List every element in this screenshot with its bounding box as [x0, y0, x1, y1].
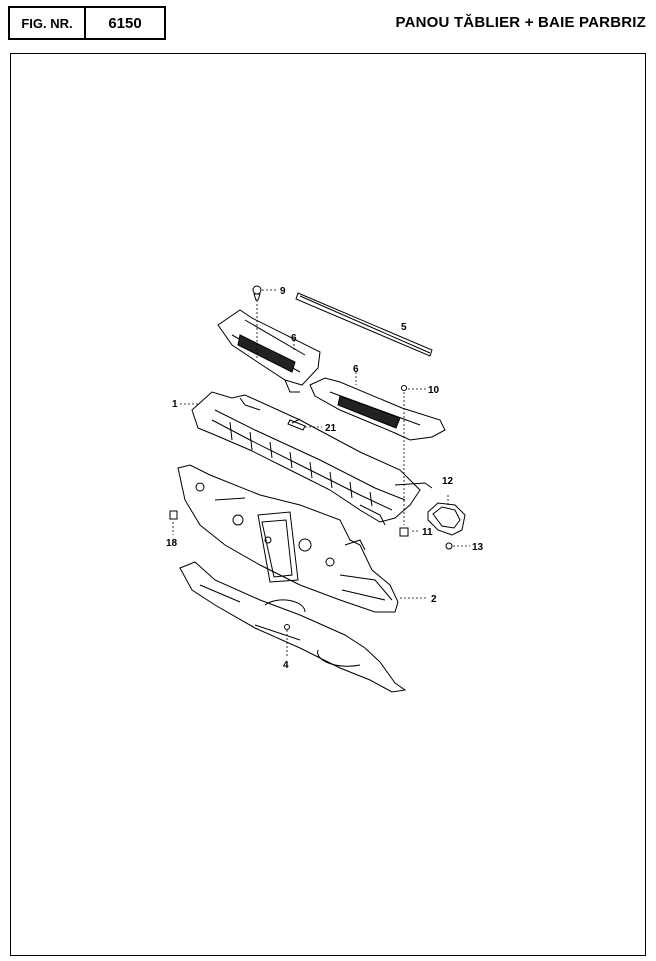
callout-2: 2	[431, 594, 437, 605]
fastener-10-clip	[401, 385, 407, 391]
callout-13: 13	[472, 542, 484, 553]
callout-6-right: 6	[353, 364, 359, 375]
part-6-left-cowl-grille	[217, 309, 321, 393]
leader-lines	[172, 289, 470, 658]
fastener-18-grommet	[169, 510, 178, 520]
fastener-4-pin	[284, 624, 290, 630]
figure-label: FIG. NR.	[10, 8, 86, 38]
part-5-seal-strip	[295, 292, 433, 357]
callout-12: 12	[442, 476, 454, 487]
fastener-11-nut	[399, 527, 409, 537]
fastener-9-screw	[252, 285, 262, 301]
part-21-clip	[287, 418, 306, 431]
callout-21: 21	[325, 423, 337, 434]
callout-6-left: 6	[291, 333, 297, 344]
figure-number-box: FIG. NR. 6150	[8, 6, 166, 40]
part-4-lower-panel	[179, 561, 407, 693]
part-2-bulkhead-panel	[177, 464, 399, 613]
drawing-frame	[10, 53, 646, 956]
callout-10: 10	[428, 385, 440, 396]
fastener-13-nut	[445, 542, 453, 550]
part-1-cowl-panel	[191, 391, 433, 526]
part-6-right-cowl-grille	[309, 377, 446, 441]
callout-5: 5	[401, 322, 407, 333]
callout-4: 4	[283, 660, 289, 671]
callout-9: 9	[280, 286, 286, 297]
figure-number: 6150	[108, 14, 142, 32]
callout-18: 18	[166, 538, 178, 549]
callout-11: 11	[422, 527, 433, 538]
part-12-cover	[427, 502, 466, 536]
callout-1: 1	[172, 399, 178, 410]
page-title: PANOU TĂBLIER + BAIE PARBRIZ	[395, 14, 646, 31]
